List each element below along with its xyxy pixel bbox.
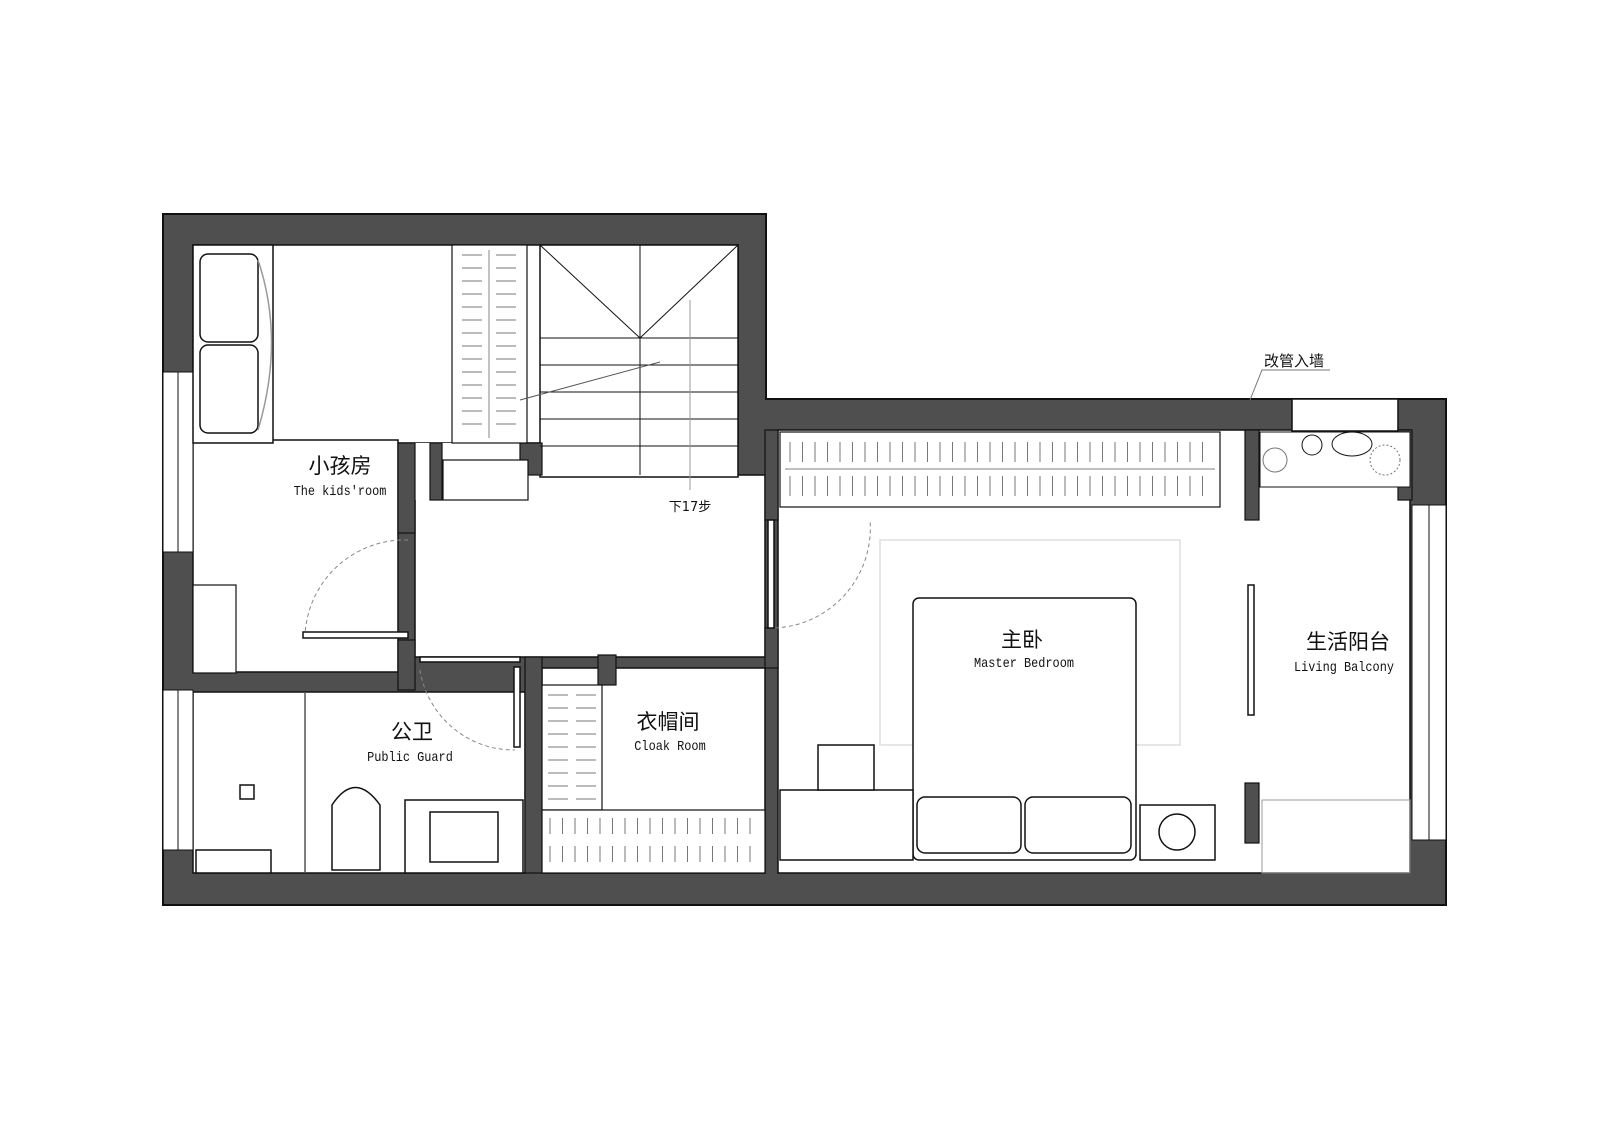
public-bath-en: Public Guard bbox=[367, 750, 453, 766]
stairs-label: 下17步 bbox=[668, 500, 712, 515]
wardrobe-hangers bbox=[462, 254, 1203, 862]
rooms-floor bbox=[192, 244, 1411, 874]
cloak-room-en: Cloak Room bbox=[634, 739, 706, 755]
wardrobes bbox=[192, 244, 1221, 874]
public-bath-cn: 公卫 bbox=[391, 720, 433, 744]
master-bedroom-cn: 主卧 bbox=[1001, 628, 1043, 652]
pipe-leader-line bbox=[1249, 369, 1330, 401]
balcony-cn: 生活阳台 bbox=[1306, 630, 1390, 654]
balcony-tub bbox=[1261, 799, 1411, 874]
bathroom-fixtures bbox=[195, 692, 524, 874]
kids-bed bbox=[192, 244, 274, 444]
staircase bbox=[519, 244, 739, 490]
planter bbox=[1259, 431, 1411, 488]
kids-room-en: The kids'room bbox=[293, 484, 387, 500]
cloak-room-cn: 衣帽间 bbox=[636, 710, 700, 734]
kids-room-cn: 小孩房 bbox=[308, 454, 372, 478]
interior-walls bbox=[397, 429, 1413, 874]
master-bedroom-en: Master Bedroom bbox=[974, 656, 1074, 672]
door-swings bbox=[304, 519, 871, 751]
windows bbox=[162, 371, 1447, 851]
balcony-en: Living Balcony bbox=[1294, 660, 1394, 676]
master-bed bbox=[779, 539, 1216, 861]
doors bbox=[302, 519, 1255, 748]
pipe-note: 改管入墙 bbox=[1263, 352, 1325, 370]
